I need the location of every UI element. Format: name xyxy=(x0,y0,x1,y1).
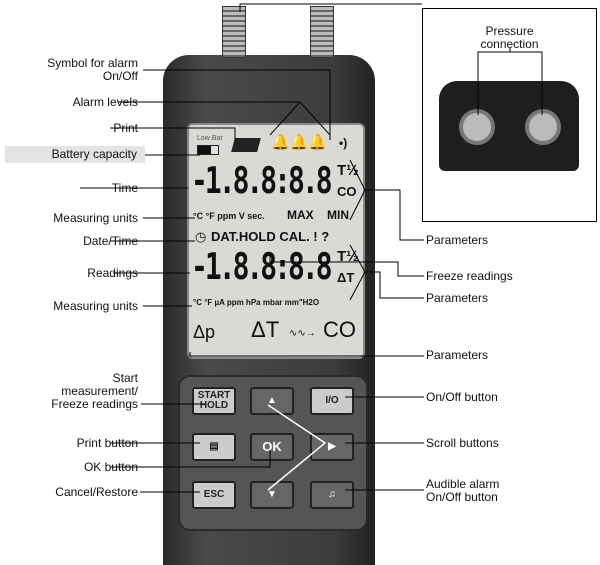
label-alarm-levels: Alarm levels xyxy=(72,95,138,109)
units-row-2: °C °F µA ppm hPa mbar mm"H2O xyxy=(193,298,320,307)
label-start-3: Freeze readings xyxy=(51,397,138,411)
label-alarm-symbol-1: Symbol for alarm xyxy=(47,56,138,70)
scroll-up-button[interactable]: ▲ xyxy=(250,387,294,415)
label-audible-alarm-1: Audible alarm xyxy=(426,477,500,491)
hold-label: HOLD xyxy=(199,400,229,411)
label-time: Time xyxy=(111,181,138,195)
pressure-connection-inset: Pressure connection xyxy=(422,8,597,222)
low-bat-text: Low Bat xyxy=(197,135,223,142)
label-measuring-units-1: Measuring units xyxy=(53,211,138,225)
status-row: DAT.HOLD CAL. ! ? xyxy=(211,229,330,244)
connector-port-left xyxy=(459,109,495,145)
wave-arrow-icon: ∿∿→ xyxy=(289,328,316,339)
audible-alarm-button[interactable]: ♫ xyxy=(310,481,354,509)
label-scroll-buttons: Scroll buttons xyxy=(426,436,499,450)
label-start-2: measurement/ xyxy=(61,384,138,398)
inset-title-1: Pressure xyxy=(485,24,534,38)
t12-indicator-2: T½ xyxy=(337,248,359,265)
label-ok-button: OK button xyxy=(83,460,138,474)
ok-button[interactable]: OK xyxy=(250,433,294,461)
alarm-sound-icon: •) xyxy=(339,136,348,150)
label-measuring-units-2: Measuring units xyxy=(53,299,138,313)
time-digits: -1.8.8:8.8 xyxy=(191,159,333,202)
start-label: START xyxy=(197,390,231,401)
min-indicator: MIN xyxy=(327,208,349,222)
inset-title-2: connection xyxy=(480,37,539,51)
max-indicator: MAX xyxy=(287,208,314,222)
print-button[interactable]: ▤ xyxy=(192,433,236,461)
alarm-bells-icon: 🔔🔔🔔 xyxy=(271,134,328,151)
pressure-connector-left xyxy=(222,6,246,58)
label-audible-alarm-2: On/Off button xyxy=(426,490,498,504)
delta-t-indicator: ΔT xyxy=(337,270,355,285)
label-parameters-3: Parameters xyxy=(426,348,489,362)
connector-port-right xyxy=(525,109,561,145)
clock-icon: ◷ xyxy=(195,229,207,244)
label-cancel-restore: Cancel/Restore xyxy=(55,485,138,499)
scroll-right-button[interactable]: ▶ xyxy=(310,433,354,461)
onoff-button[interactable]: I/O xyxy=(310,387,354,415)
label-battery-capacity: Battery capacity xyxy=(5,146,145,163)
label-onoff-button: On/Off button xyxy=(426,390,498,404)
units-row-1: °C °F ppm V sec. xyxy=(193,211,265,221)
label-alarm-symbol-2: On/Off xyxy=(102,69,138,83)
leader-lines xyxy=(80,3,543,493)
label-parameters-1: Parameters xyxy=(426,233,489,247)
lcd-display: Low Bat 🔔🔔🔔 •) -1.8.8:8.8 T½ CO °C °F pp… xyxy=(187,123,365,359)
label-freeze-readings: Freeze readings xyxy=(426,269,513,283)
label-start-1: Start xyxy=(112,371,138,385)
scroll-down-button[interactable]: ▼ xyxy=(250,481,294,509)
delta-t-bottom: ΔT xyxy=(251,317,280,342)
delta-p-indicator: Δp xyxy=(193,322,216,342)
label-parameters-2: Parameters xyxy=(426,291,489,305)
esc-button[interactable]: ESC xyxy=(192,481,236,509)
label-print: Print xyxy=(113,121,138,135)
co-indicator: CO xyxy=(337,184,357,199)
label-date-time: Date/Time xyxy=(83,234,138,248)
label-print-button: Print button xyxy=(76,436,138,450)
reading-digits: -1.8.8:8.8 xyxy=(191,245,333,288)
pressure-connector-right xyxy=(310,6,334,58)
co-bottom: CO xyxy=(323,317,356,342)
battery-icon xyxy=(197,145,219,155)
label-readings: Readings xyxy=(87,266,138,280)
device-top-view xyxy=(439,81,579,171)
